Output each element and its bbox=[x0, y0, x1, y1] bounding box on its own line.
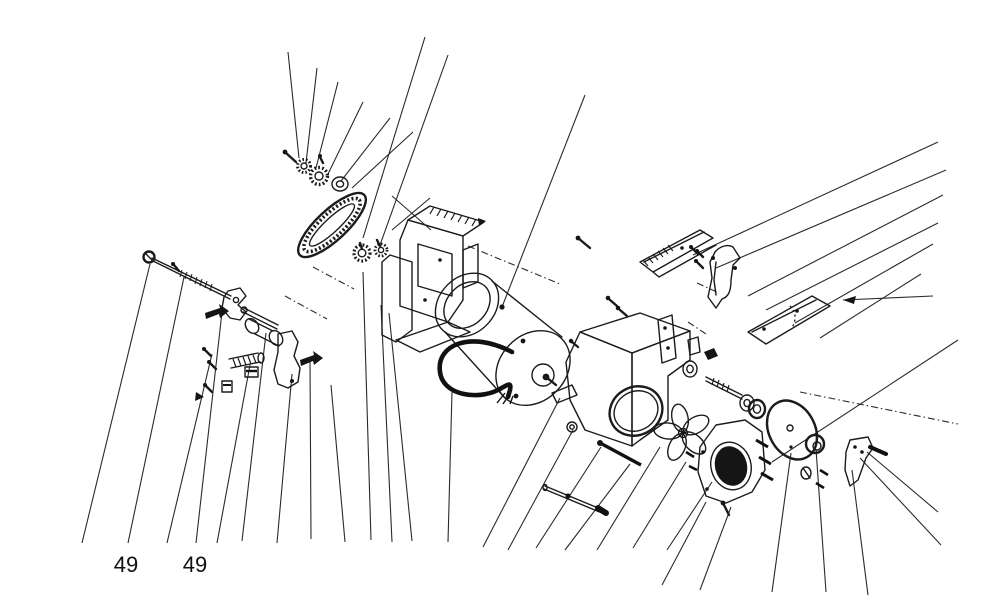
idler-disc bbox=[757, 392, 827, 468]
motor-end-bell-icon bbox=[532, 364, 554, 386]
slot-plate-icon bbox=[688, 337, 700, 355]
screw-icon bbox=[870, 447, 886, 454]
knob-icon bbox=[144, 252, 155, 263]
square-nut-icon bbox=[222, 381, 232, 392]
part-number-label: 49 bbox=[183, 552, 207, 577]
clip-icon bbox=[245, 367, 258, 377]
flat-washer-icon bbox=[332, 177, 348, 191]
spring-icon bbox=[229, 353, 264, 368]
washer-icon bbox=[683, 361, 697, 377]
grille-icon bbox=[714, 446, 748, 486]
direction-arrow-icon bbox=[195, 392, 204, 401]
direction-arrow-icon bbox=[300, 351, 323, 366]
mounting-bolt-icon bbox=[602, 444, 641, 465]
fastener-cluster bbox=[282, 149, 348, 191]
belt-pulley bbox=[354, 240, 387, 261]
leader-lines-bottom bbox=[82, 264, 868, 595]
spec-label-plate bbox=[552, 385, 577, 403]
washer-icon bbox=[740, 395, 754, 411]
leader-lines-top bbox=[288, 37, 585, 310]
motor-mount-housing bbox=[382, 206, 486, 352]
leader-lines-right bbox=[693, 142, 958, 545]
fan-blade bbox=[653, 403, 712, 463]
rail-cover-lower bbox=[748, 296, 830, 344]
roller-icon bbox=[801, 467, 811, 479]
electric-motor bbox=[423, 260, 586, 420]
corner-bracket bbox=[816, 437, 886, 488]
knurled-washer-icon bbox=[298, 160, 311, 173]
pivot-arm-icon bbox=[222, 288, 246, 320]
power-cord bbox=[440, 341, 513, 404]
pulley-icon bbox=[354, 245, 370, 261]
adjustment-rod bbox=[144, 252, 232, 300]
barrel-icon bbox=[242, 316, 261, 336]
clamp-icon bbox=[704, 348, 718, 360]
tension-bracket-assembly bbox=[195, 288, 323, 401]
fan-shroud bbox=[686, 420, 773, 515]
support-bracket bbox=[689, 245, 740, 308]
blower-opening-icon bbox=[601, 377, 671, 445]
side-plate-icon bbox=[274, 331, 300, 388]
rail-cover-upper bbox=[640, 230, 716, 277]
blower-housing bbox=[566, 235, 690, 465]
hinge-pin bbox=[543, 485, 606, 514]
assembly-axis-lines bbox=[285, 246, 958, 424]
drive-belt bbox=[290, 184, 375, 266]
direction-arrow-icon bbox=[205, 304, 229, 319]
hinge-plate-icon bbox=[658, 315, 676, 363]
hex-nut-icon bbox=[567, 422, 577, 432]
pin-head-icon bbox=[598, 508, 606, 513]
part-number-label: 49 bbox=[114, 552, 138, 577]
screw-icon bbox=[286, 153, 296, 162]
axle-assembly bbox=[683, 337, 765, 418]
hub-bushing bbox=[801, 435, 824, 479]
motor-pulley-small-icon bbox=[311, 168, 328, 185]
knurled-nut-icon bbox=[375, 244, 387, 256]
flanged-bushing-icon bbox=[749, 400, 765, 418]
